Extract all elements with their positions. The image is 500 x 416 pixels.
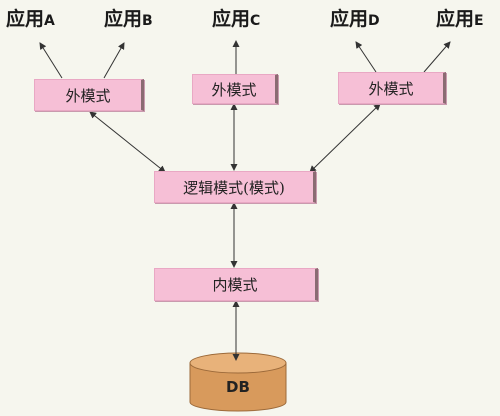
arrow-appD-ext3 bbox=[355, 41, 377, 73]
application-e-label: 应用E bbox=[436, 8, 484, 30]
arrow-appB-ext1 bbox=[103, 42, 125, 79]
database-label: DB bbox=[226, 378, 250, 396]
external-schema-2: 外模式 bbox=[192, 74, 278, 104]
application-c-label: 应用C bbox=[212, 8, 261, 30]
application-d-label: 应用D bbox=[330, 8, 380, 30]
logical-schema-box: 逻辑模式(模式) bbox=[154, 171, 316, 203]
application-b-label: 应用B bbox=[104, 8, 153, 30]
arrow-appE-ext3 bbox=[423, 41, 451, 73]
external-schema-1: 外模式 bbox=[34, 79, 144, 111]
application-a-label: 应用A bbox=[6, 8, 55, 30]
arrow-ext1-logical bbox=[89, 111, 166, 173]
internal-schema-box: 内模式 bbox=[154, 268, 318, 301]
arrow-appA-ext1 bbox=[39, 42, 63, 79]
arrow-ext3-logical bbox=[309, 103, 381, 173]
external-schema-3: 外模式 bbox=[338, 72, 446, 104]
